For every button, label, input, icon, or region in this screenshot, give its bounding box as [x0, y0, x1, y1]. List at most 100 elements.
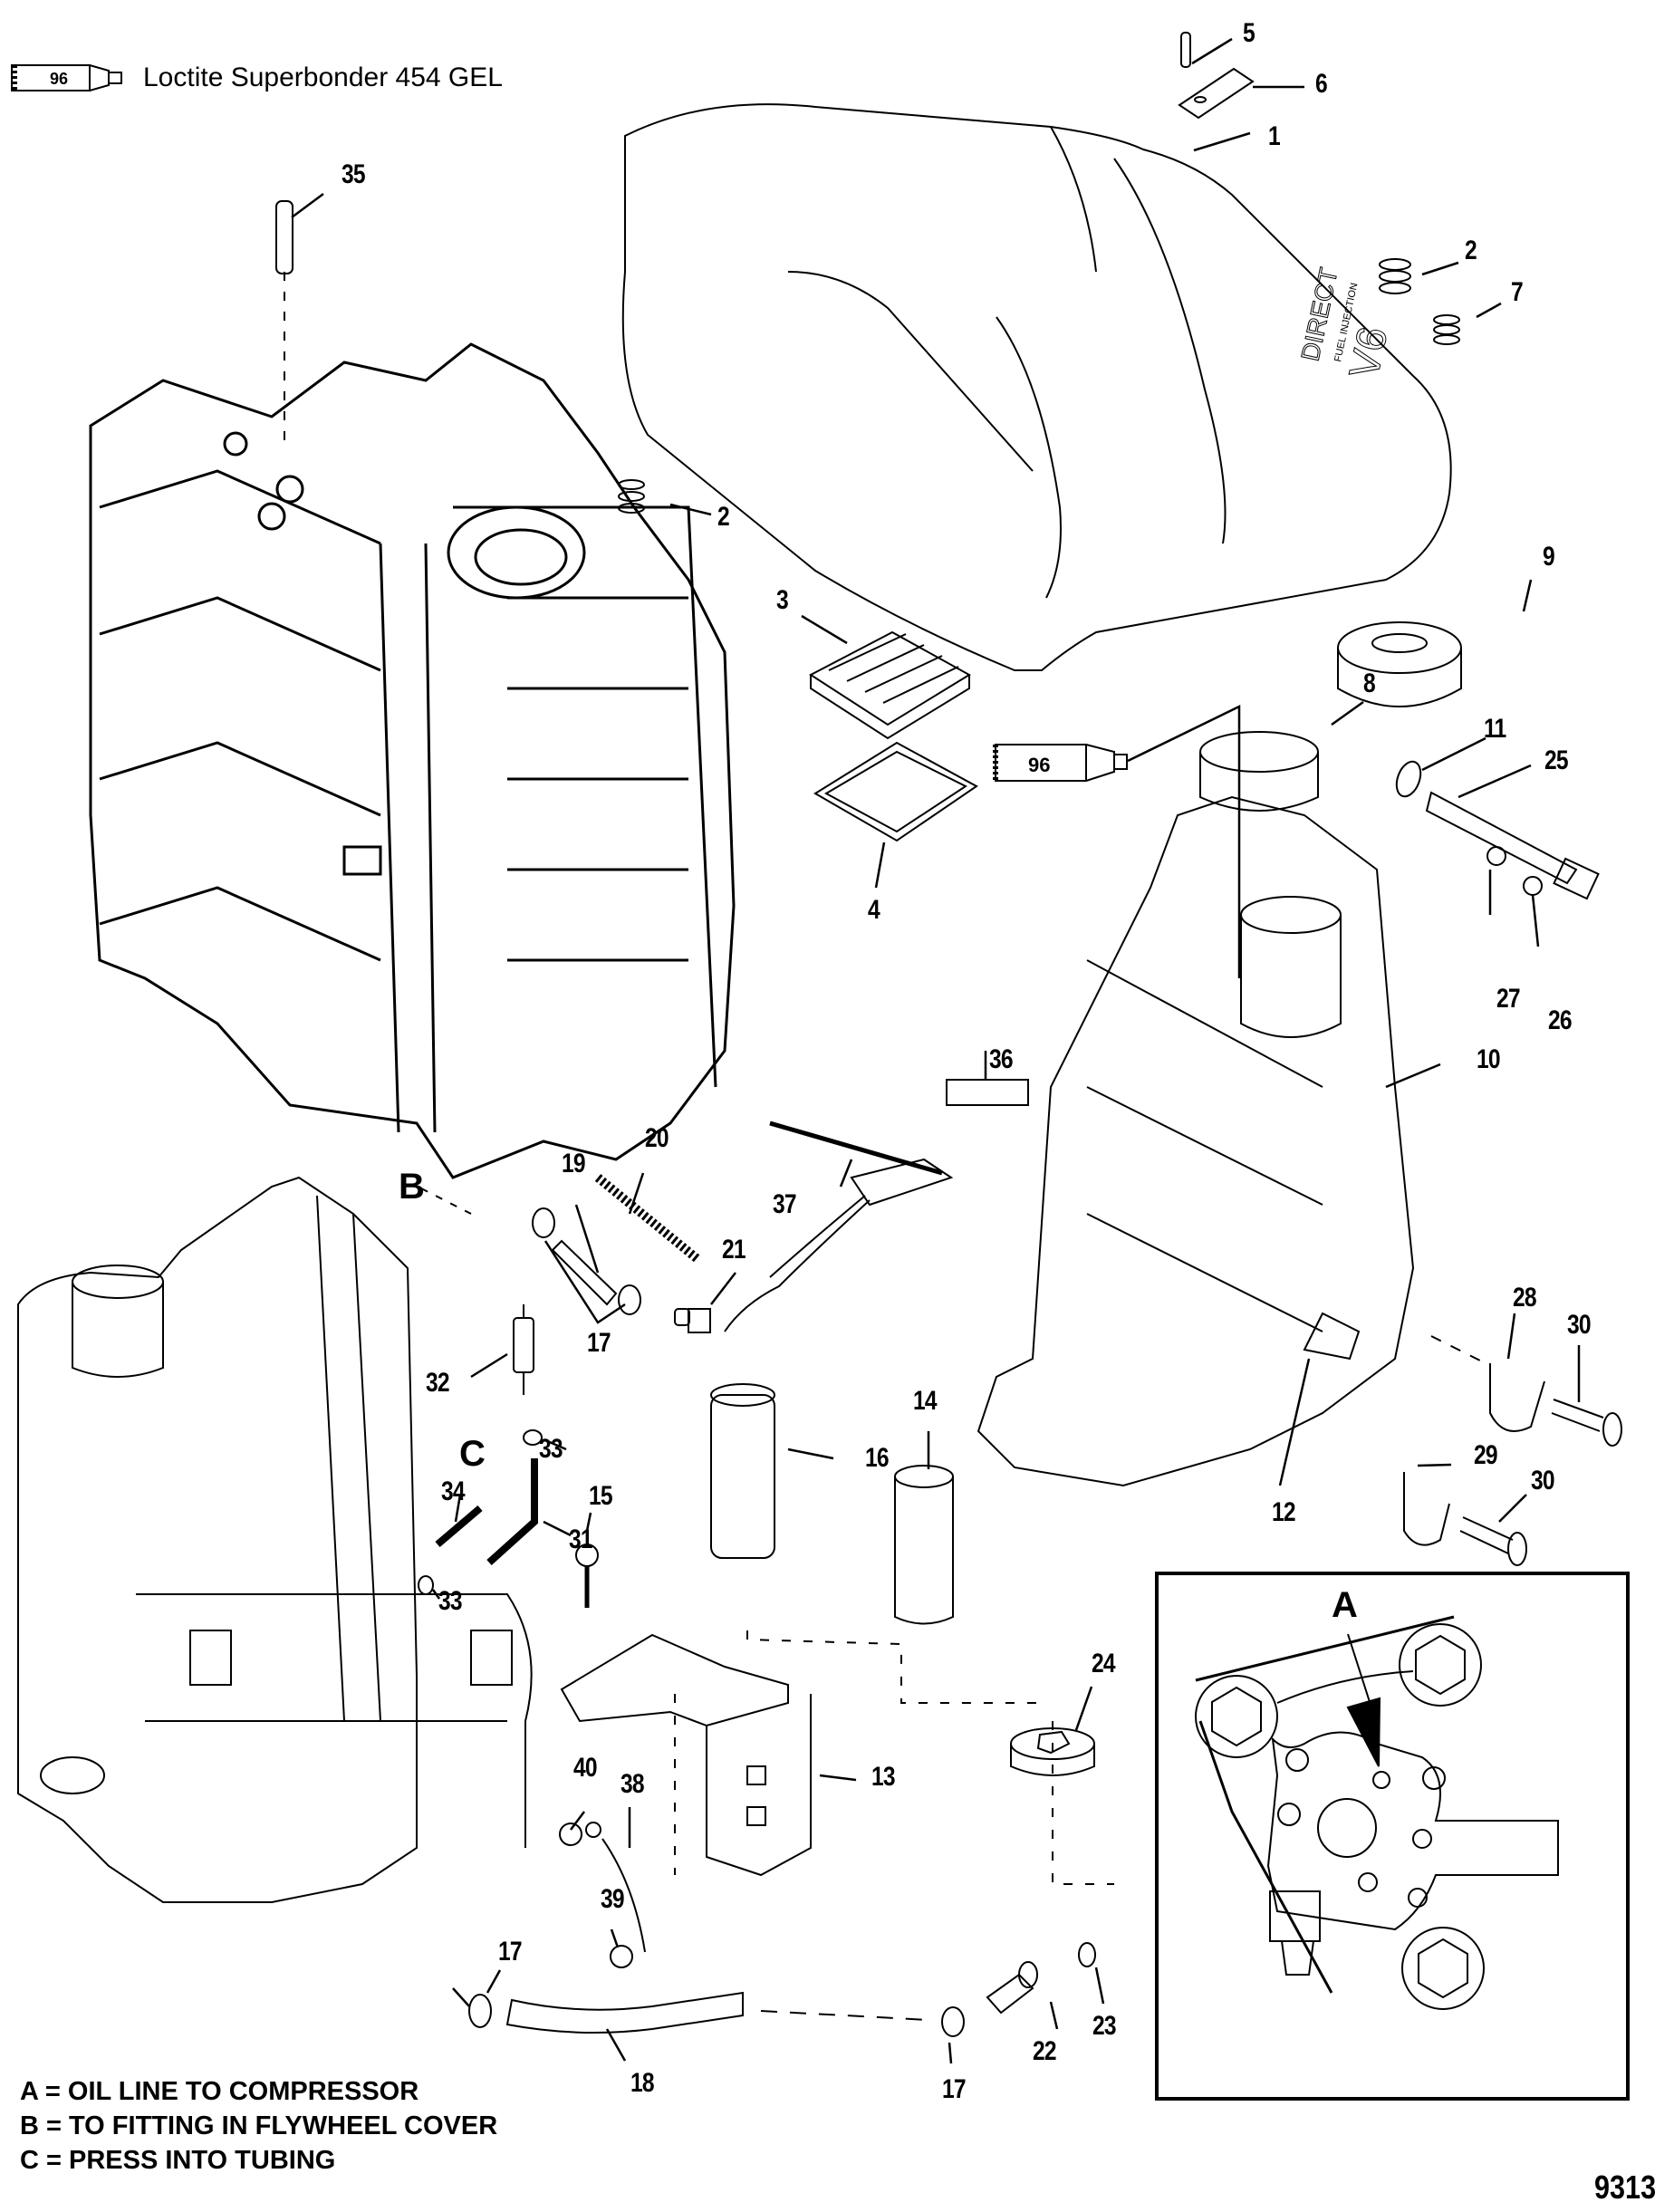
- callout-19: 19: [562, 1149, 586, 1178]
- part-21-fitting: [674, 1272, 736, 1333]
- note-a: A = OIL LINE TO COMPRESSOR: [20, 2077, 419, 2106]
- callout-12: 12: [1272, 1497, 1296, 1527]
- part-20-spring-sleeve: [594, 1172, 701, 1263]
- part-15-screw: [575, 1512, 599, 1608]
- legend-sealant-name: Loctite Superbonder 454 GEL: [143, 63, 503, 92]
- part-11-clamp: [1395, 736, 1486, 798]
- reference-letter-a: A: [1332, 1585, 1358, 1625]
- sealant-tube-96: 96: [993, 704, 1241, 978]
- callout-18: 18: [630, 2068, 655, 2098]
- callout-33-upper: 33: [539, 1434, 563, 1464]
- callout-28: 28: [1513, 1283, 1537, 1313]
- part-10-manifold-right: [976, 795, 1441, 1487]
- callout-15: 15: [589, 1481, 613, 1511]
- part-22-fitting: [986, 1961, 1059, 2030]
- engine-block: [89, 342, 736, 1179]
- part-7-grommet: [1433, 302, 1502, 345]
- callout-17-right: 17: [942, 2074, 967, 2104]
- part-6-plate: [1178, 67, 1304, 120]
- leader-dashed-hose: [760, 2010, 929, 2021]
- left-manifold-compressor: [17, 1176, 533, 1903]
- sealant-tube-label: 96: [1028, 754, 1050, 776]
- callout-24: 24: [1092, 1649, 1116, 1678]
- reference-letter-c: C: [459, 1434, 486, 1474]
- part-30-screw-b: [1459, 1494, 1527, 1566]
- reference-notes: A = OIL LINE TO COMPRESSOR B = TO FITTIN…: [20, 2074, 497, 2178]
- callout-40: 40: [573, 1753, 598, 1783]
- part-33-clamp-upper: [523, 1429, 567, 1451]
- leader-b: [420, 1188, 472, 1215]
- part-17-clamp-left: [452, 1969, 502, 2028]
- callout-17-left: 17: [498, 1937, 523, 1967]
- callout-22: 22: [1033, 2036, 1057, 2066]
- callout-38: 38: [621, 1769, 645, 1799]
- callout-8: 8: [1363, 668, 1376, 698]
- callout-33-lower: 33: [438, 1586, 463, 1616]
- callout-1: 1: [1268, 121, 1281, 151]
- callout-3: 3: [776, 585, 789, 615]
- callout-34: 34: [441, 1476, 466, 1506]
- part-23-oring: [1078, 1942, 1105, 2005]
- part-5-pin: [1180, 32, 1233, 68]
- callout-37: 37: [773, 1189, 797, 1219]
- part-2-grommet: [1379, 258, 1459, 294]
- callout-39: 39: [601, 1884, 625, 1914]
- part-39-nut: [610, 1928, 633, 1968]
- callout-29: 29: [1474, 1440, 1498, 1470]
- leader-dashed-bracket: [746, 1630, 1046, 1704]
- part-17-clamp-right: [941, 2006, 965, 2064]
- part-26-screw: [1523, 876, 1543, 947]
- callout-2: 2: [1465, 236, 1477, 265]
- callout-5: 5: [1243, 18, 1256, 48]
- part-30-screw-a: [1551, 1345, 1622, 1447]
- note-b: B = TO FITTING IN FLYWHEEL COVER: [20, 2111, 498, 2140]
- callout-14: 14: [913, 1386, 938, 1416]
- callout-2-left: 2: [717, 502, 730, 532]
- callout-23: 23: [1092, 2011, 1117, 2041]
- cover-logo-v6: V6: [1340, 322, 1397, 382]
- part-3-filter: [801, 614, 971, 740]
- callout-9: 9: [1543, 542, 1555, 572]
- part-25-sensor: [1425, 764, 1600, 900]
- sealant-legend: 96 Loctite Superbonder 454 GEL: [9, 60, 503, 96]
- part-37-tie-strap: [769, 1120, 943, 1188]
- part-13-bracket: [560, 1633, 857, 1877]
- callout-10: 10: [1477, 1044, 1501, 1074]
- part-34-fitting: [435, 1494, 483, 1548]
- callout-7: 7: [1511, 277, 1524, 307]
- callout-27: 27: [1496, 984, 1521, 1014]
- part-9-cap: [1337, 579, 1533, 707]
- callout-4: 4: [868, 895, 880, 925]
- callout-30-lower: 30: [1531, 1466, 1555, 1496]
- part-19-hose: [551, 1204, 618, 1306]
- part-38-ground-wire: [585, 1807, 646, 1953]
- callout-32: 32: [426, 1368, 450, 1398]
- callout-31: 31: [569, 1524, 593, 1554]
- part-17-clamps-upper: [532, 1207, 641, 1324]
- part-1-cover: DIRECT FUEL INJECTION V6: [621, 103, 1452, 671]
- part-40-washer: [559, 1811, 585, 1846]
- figure-number: 9313: [1593, 2169, 1656, 2206]
- part-14-sleeve: [894, 1431, 954, 1625]
- part-2-grommet-left: [618, 479, 712, 516]
- part-27-washer: [1486, 846, 1506, 915]
- part-18-hose: [505, 1991, 744, 2062]
- part-33-clamp-lower: [418, 1575, 441, 1600]
- callout-26: 26: [1548, 1005, 1573, 1035]
- part-16-fuel-pump: [710, 1158, 954, 1559]
- part-36-label: [946, 1051, 1029, 1106]
- part-32-inline-filter: [470, 1304, 534, 1395]
- part-28-clamp: [1430, 1313, 1545, 1432]
- legend-sealant-code: 96: [50, 70, 68, 88]
- callout-25: 25: [1544, 745, 1569, 775]
- callout-36: 36: [989, 1044, 1014, 1074]
- callout-16: 16: [865, 1443, 890, 1473]
- detail-inset-compressor-ports: [1155, 1572, 1630, 2101]
- callout-21: 21: [722, 1235, 746, 1265]
- callout-35: 35: [342, 159, 366, 189]
- part-31-hose: [486, 1458, 572, 1565]
- part-29-clamp: [1403, 1463, 1452, 1546]
- callout-20: 20: [645, 1123, 669, 1153]
- callout-17-upper: 17: [587, 1328, 611, 1358]
